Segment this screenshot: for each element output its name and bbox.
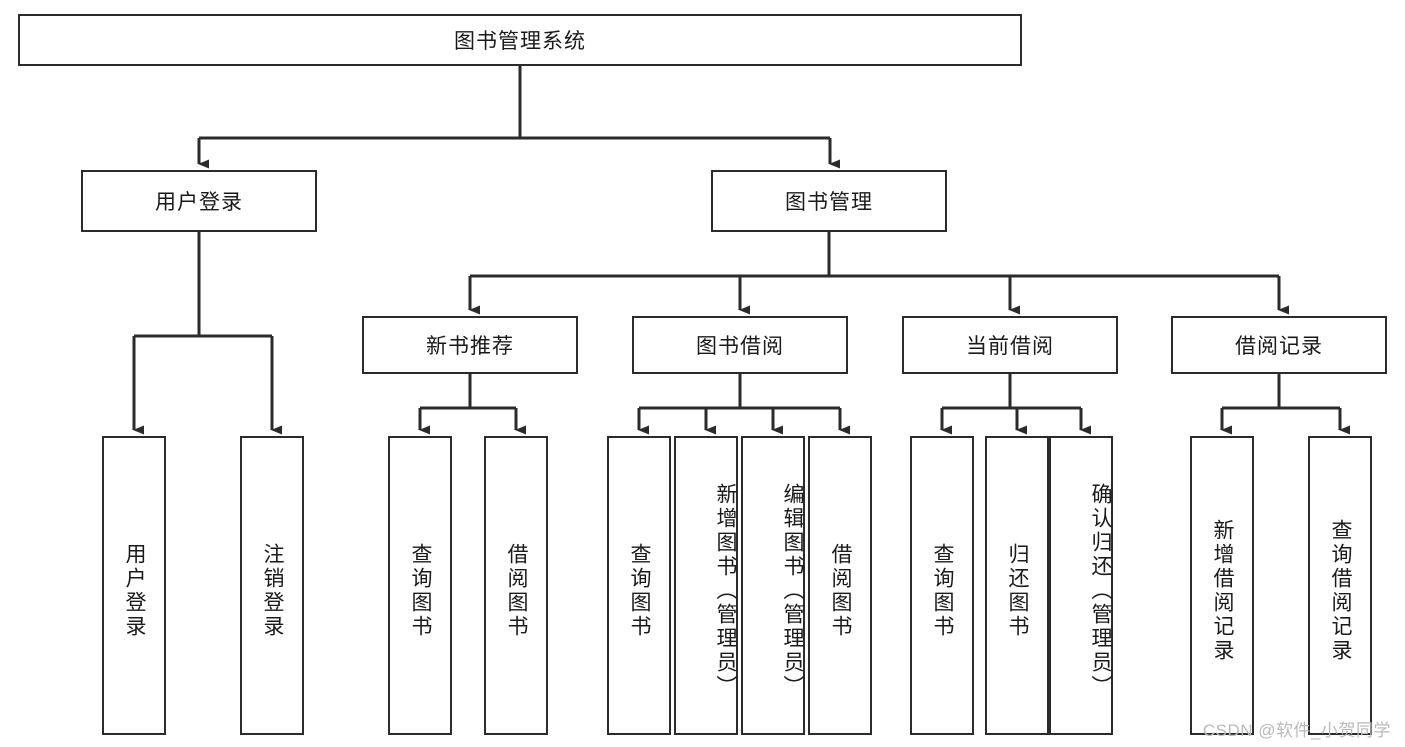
leaf-current-return-book-label: 归还图书 — [1006, 542, 1030, 639]
node-new-book-recommend[interactable]: 新书推荐 — [362, 316, 578, 374]
node-book-borrow-label: 图书借阅 — [696, 335, 784, 358]
leaf-current-return-book[interactable]: 归还图书 — [985, 436, 1049, 735]
node-new-book-recommend-label: 新书推荐 — [426, 335, 514, 358]
leaf-newbook-borrow-book-label: 借阅图书 — [505, 542, 529, 639]
leaf-current-query-book-label: 查询图书 — [931, 542, 955, 639]
leaf-newbook-query-book[interactable]: 查询图书 — [388, 436, 452, 735]
leaf-borrow-query-book[interactable]: 查询图书 — [607, 436, 671, 735]
node-current-borrow[interactable]: 当前借阅 — [902, 316, 1118, 374]
leaf-user-logout[interactable]: 注销登录 — [240, 436, 304, 735]
leaf-current-query-book[interactable]: 查询图书 — [910, 436, 974, 735]
leaf-user-logout-label: 注销登录 — [261, 542, 285, 639]
node-user-login-label: 用户登录 — [155, 191, 243, 214]
node-root[interactable]: 图书管理系统 — [18, 14, 1022, 66]
leaf-newbook-query-book-label: 查询图书 — [409, 542, 433, 639]
leaf-borrow-edit-book-label: 编辑图书（管理员） — [781, 482, 804, 699]
leaf-record-add[interactable]: 新增借阅记录 — [1190, 436, 1254, 735]
leaf-current-confirm-return-label: 确认归还（管理员） — [1089, 482, 1112, 699]
leaf-borrow-lend-book-label: 借阅图书 — [829, 542, 853, 639]
leaf-borrow-add-book[interactable]: 新增图书（管理员） — [674, 436, 738, 735]
leaf-borrow-lend-book[interactable]: 借阅图书 — [808, 436, 872, 735]
node-borrow-records-label: 借阅记录 — [1235, 335, 1323, 358]
leaf-borrow-query-book-label: 查询图书 — [628, 542, 652, 639]
leaf-borrow-edit-book[interactable]: 编辑图书（管理员） — [741, 436, 805, 735]
node-book-borrow[interactable]: 图书借阅 — [632, 316, 848, 374]
leaf-current-confirm-return[interactable]: 确认归还（管理员） — [1049, 436, 1113, 735]
node-root-label: 图书管理系统 — [454, 30, 586, 53]
node-user-login[interactable]: 用户登录 — [81, 170, 317, 232]
leaf-borrow-add-book-label: 新增图书（管理员） — [714, 482, 737, 699]
leaf-record-query-label: 查询借阅记录 — [1329, 518, 1353, 663]
node-book-management-label: 图书管理 — [785, 191, 873, 214]
node-book-management[interactable]: 图书管理 — [711, 170, 947, 232]
leaf-record-add-label: 新增借阅记录 — [1211, 518, 1235, 663]
node-borrow-records[interactable]: 借阅记录 — [1171, 316, 1387, 374]
node-current-borrow-label: 当前借阅 — [966, 335, 1054, 358]
leaf-newbook-borrow-book[interactable]: 借阅图书 — [484, 436, 548, 735]
leaf-user-login-label: 用户登录 — [123, 542, 147, 639]
leaf-user-login[interactable]: 用户登录 — [102, 436, 166, 735]
leaf-record-query[interactable]: 查询借阅记录 — [1308, 436, 1372, 735]
